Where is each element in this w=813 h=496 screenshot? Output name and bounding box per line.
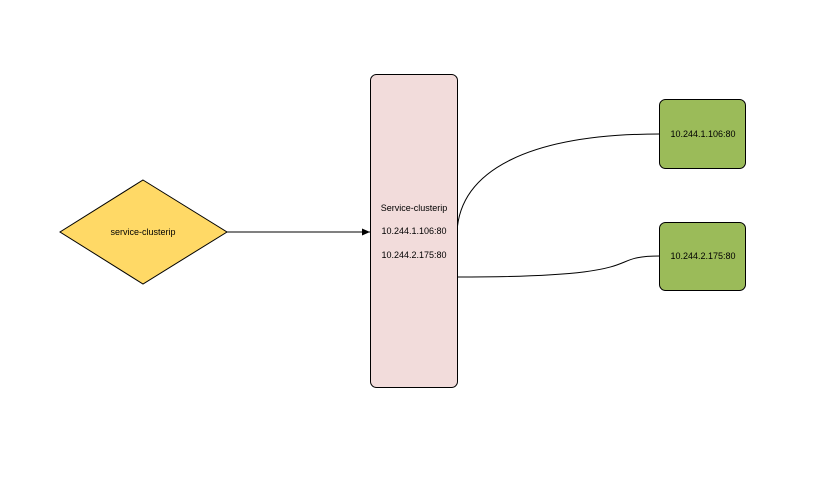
- pod-node-2[interactable]: 10.244.2.175:80: [659, 222, 746, 291]
- pod-2-box-shape: [659, 222, 746, 291]
- service-to-pod-1-connector: [456, 133, 661, 233]
- service-endpoint-2: 10.244.2.175:80: [381, 250, 446, 260]
- service-title: Service-clusterip: [381, 203, 448, 213]
- service-to-pod-2-connector: [456, 255, 661, 278]
- source-node[interactable]: service-clusterip: [59, 179, 228, 285]
- source-diamond-shape: [59, 179, 228, 285]
- service-endpoint-1: 10.244.1.106:80: [381, 226, 446, 236]
- service-node[interactable]: Service-clusterip 10.244.1.106:80 10.244…: [370, 74, 458, 388]
- source-label: service-clusterip: [110, 227, 175, 237]
- service-box-shape: [370, 74, 458, 388]
- pod-2-label: 10.244.2.175:80: [670, 251, 735, 261]
- pod-node-1[interactable]: 10.244.1.106:80: [659, 99, 746, 169]
- pod-1-label: 10.244.1.106:80: [670, 129, 735, 139]
- pod-1-box-shape: [659, 99, 746, 169]
